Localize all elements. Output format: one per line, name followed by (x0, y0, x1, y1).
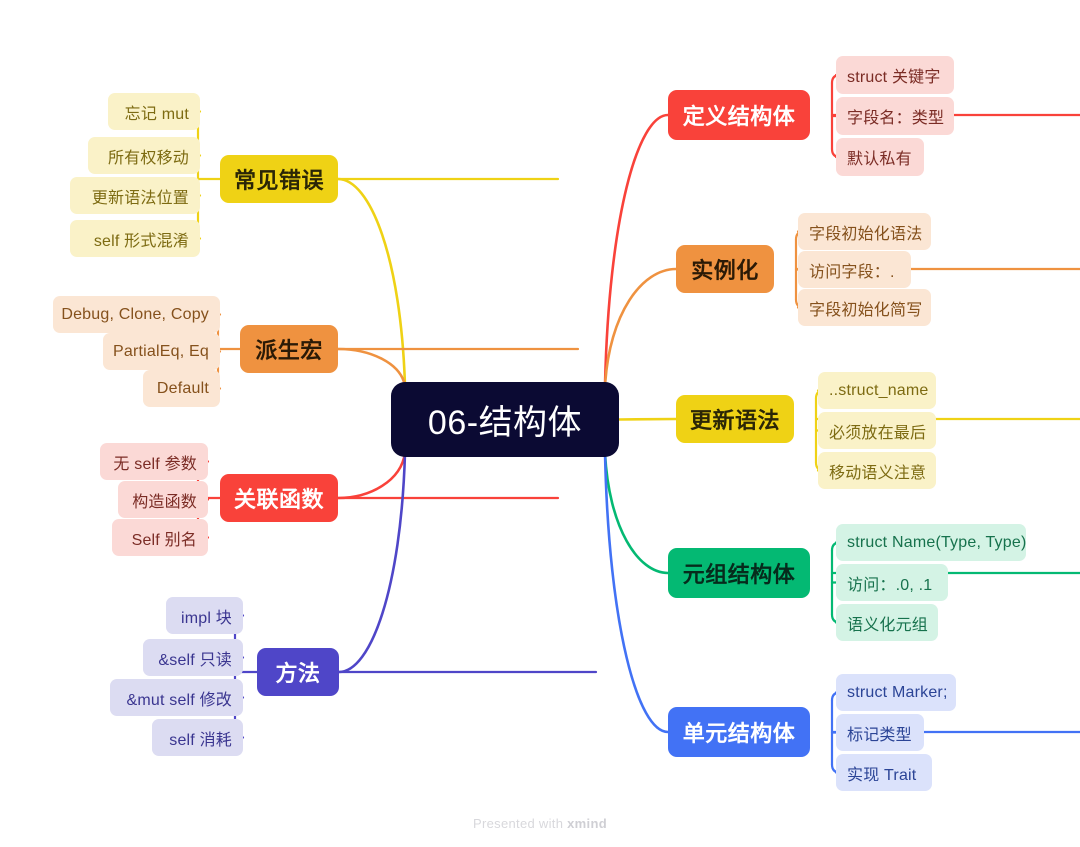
leaf-node-update-syntax-0[interactable]: ..struct_name (818, 372, 936, 409)
connector-path (337, 451, 407, 674)
leaf-node-instantiation-1[interactable]: 访问字段：. (798, 251, 911, 288)
leaf-node-instantiation-2[interactable]: 字段初始化简写 (798, 289, 931, 326)
leaf-node-tuple-struct-1[interactable]: 访问：.0, .1 (836, 564, 948, 601)
connector-path (603, 451, 670, 734)
branch-node-common-errors[interactable]: 常见错误 (220, 155, 338, 203)
connector-path (603, 451, 670, 575)
leaf-node-unit-struct-1[interactable]: 标记类型 (836, 714, 924, 751)
branch-node-unit-struct[interactable]: 单元结构体 (668, 707, 810, 757)
connector-path (336, 451, 407, 500)
leaf-node-define-struct-2[interactable]: 默认私有 (836, 138, 924, 176)
xmind-brand: xmind (567, 816, 607, 831)
leaf-node-define-struct-1[interactable]: 字段名：类型 (836, 97, 954, 135)
branch-node-tuple-struct[interactable]: 元组结构体 (668, 548, 810, 598)
leaf-node-update-syntax-1[interactable]: 必须放在最后 (818, 412, 936, 449)
leaf-node-derive-macros-1[interactable]: PartialEq, Eq (103, 333, 220, 370)
connector-path (603, 113, 670, 388)
branch-node-instantiation[interactable]: 实例化 (676, 245, 774, 293)
connector-path (603, 267, 678, 388)
leaf-node-associated-functions-1[interactable]: 构造函数 (118, 481, 208, 518)
leaf-node-common-errors-1[interactable]: 所有权移动 (88, 137, 200, 174)
leaf-node-unit-struct-0[interactable]: struct Marker; (836, 674, 956, 711)
branch-node-methods[interactable]: 方法 (257, 648, 339, 696)
branch-node-define-struct[interactable]: 定义结构体 (668, 90, 810, 140)
connector-path (617, 417, 678, 421)
branch-node-derive-macros[interactable]: 派生宏 (240, 325, 338, 373)
leaf-node-associated-functions-2[interactable]: Self 别名 (112, 519, 208, 556)
leaf-node-methods-2[interactable]: &mut self 修改 (110, 679, 243, 716)
connector-path (336, 177, 407, 388)
leaf-node-tuple-struct-0[interactable]: struct Name(Type, Type) (836, 524, 1026, 561)
root-node[interactable]: 06-结构体 (391, 382, 619, 457)
footer-prefix: Presented with (473, 816, 568, 831)
leaf-node-unit-struct-2[interactable]: 实现 Trait (836, 754, 932, 791)
leaf-node-tuple-struct-2[interactable]: 语义化元组 (836, 604, 938, 641)
branch-node-associated-functions[interactable]: 关联函数 (220, 474, 338, 522)
leaf-node-methods-0[interactable]: impl 块 (166, 597, 243, 634)
leaf-node-common-errors-0[interactable]: 忘记 mut (108, 93, 200, 130)
leaf-node-methods-1[interactable]: &self 只读 (143, 639, 243, 676)
leaf-node-common-errors-3[interactable]: self 形式混淆 (70, 220, 200, 257)
leaf-node-associated-functions-0[interactable]: 无 self 参数 (100, 443, 208, 480)
leaf-node-instantiation-0[interactable]: 字段初始化语法 (798, 213, 931, 250)
footer-attribution: Presented with xmind (0, 816, 1080, 831)
leaf-node-derive-macros-0[interactable]: Debug, Clone, Copy (53, 296, 220, 333)
branch-node-update-syntax[interactable]: 更新语法 (676, 395, 794, 443)
leaf-node-derive-macros-2[interactable]: Default (143, 370, 220, 407)
leaf-node-methods-3[interactable]: self 消耗 (152, 719, 243, 756)
leaf-node-common-errors-2[interactable]: 更新语法位置 (70, 177, 200, 214)
leaf-node-define-struct-0[interactable]: struct 关键字 (836, 56, 954, 94)
connector-path (336, 347, 407, 388)
leaf-node-update-syntax-2[interactable]: 移动语义注意 (818, 452, 936, 489)
